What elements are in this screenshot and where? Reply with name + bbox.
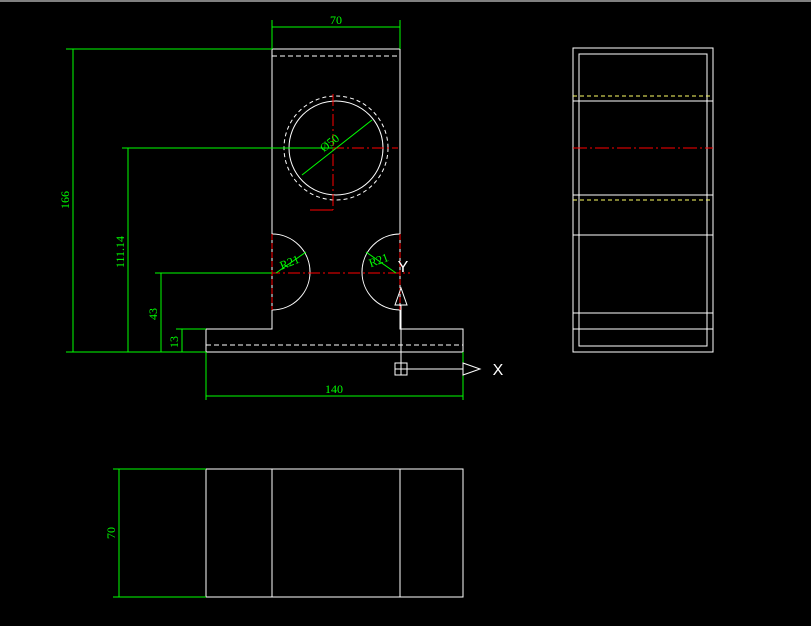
ucs-x-arrowhead-icon	[462, 362, 482, 376]
dim-hole-height-label: 111.14	[113, 236, 127, 268]
dim-arc-height-label: 43	[146, 308, 160, 320]
left-arc-notch	[271, 233, 311, 311]
dim-hole-diameter-leader	[301, 119, 373, 176]
front-view-dimensions: 70 166 111.14 43 13 140 Ø50 R21 R21	[58, 13, 464, 400]
front-view	[205, 48, 464, 353]
ucs-icon[interactable]: X Y	[394, 259, 504, 379]
ucs-y-arrowhead-icon	[394, 286, 408, 306]
dim-total-height-label: 166	[58, 191, 72, 209]
top-view-outline	[205, 468, 464, 598]
dim-left-arc-leader	[275, 251, 307, 274]
dim-right-arc-label: R21	[367, 250, 391, 270]
top-view	[205, 468, 464, 598]
dim-left-arc-label: R21	[278, 252, 302, 272]
right-arc-notch	[361, 233, 401, 311]
ucs-x-label: X	[493, 362, 504, 379]
ucs-y-label: Y	[398, 259, 409, 276]
dim-hole-diameter-label: Ø50	[317, 131, 342, 155]
dim-right-arc-leader	[365, 251, 397, 274]
dim-base-height-label: 13	[167, 336, 181, 348]
top-view-dimensions: 70	[104, 468, 206, 598]
side-view	[572, 47, 714, 353]
dim-depth-label: 70	[104, 527, 118, 539]
front-view-outline	[205, 48, 464, 353]
dim-base-width-label: 140	[325, 382, 343, 396]
dim-top-width-label: 70	[330, 13, 342, 27]
